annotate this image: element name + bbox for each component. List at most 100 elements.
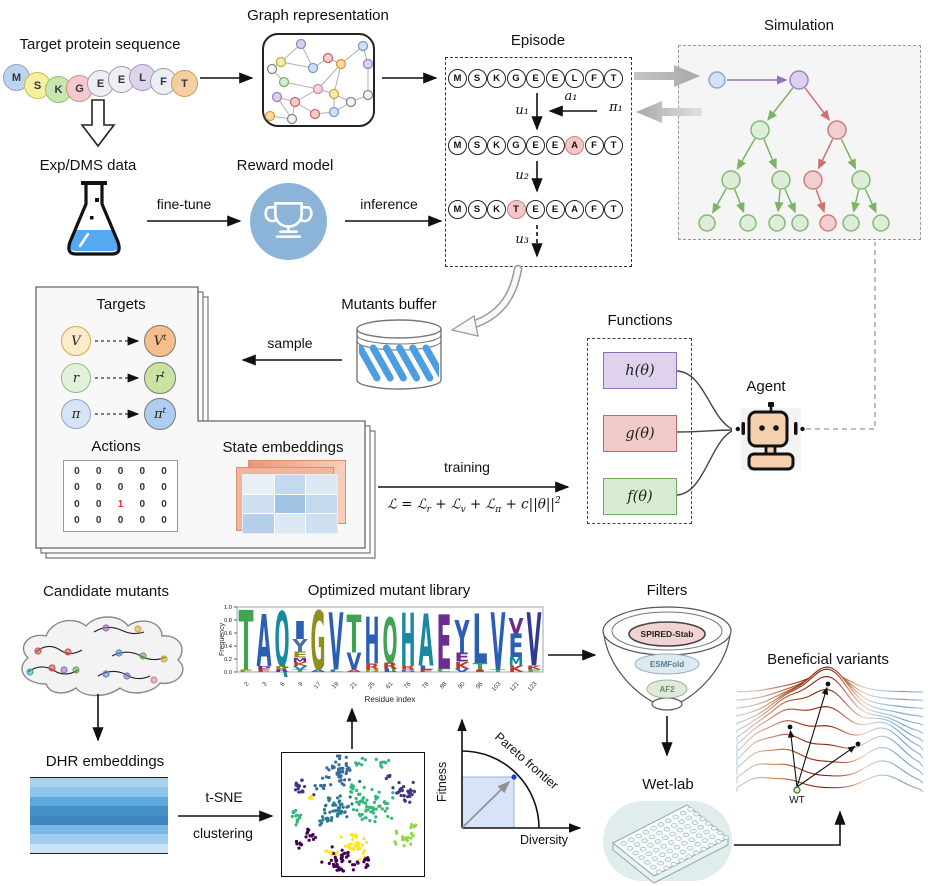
tree-edge	[712, 188, 727, 214]
logo-letter: Q	[383, 605, 398, 678]
plate-well	[704, 821, 712, 826]
equation-segment: r	[426, 505, 431, 516]
graph-node	[357, 40, 369, 52]
tsne-point	[324, 816, 328, 821]
hollow-arrow-seq-to-dms	[80, 99, 116, 148]
tsne-point	[383, 809, 387, 813]
tsne-point	[409, 836, 413, 840]
targets-title: Targets	[96, 296, 146, 313]
tsne-plot	[281, 752, 425, 877]
plate-well	[716, 830, 724, 836]
graph-node	[295, 38, 307, 50]
tsne-point	[337, 809, 341, 813]
logo-letter: T	[473, 662, 489, 672]
plate-well	[679, 810, 687, 816]
residue-circle: L	[565, 69, 584, 88]
logo-letter: V	[329, 598, 344, 689]
tsne-point	[325, 766, 329, 770]
graph-node	[328, 88, 340, 100]
dhr-embeddings-title: DHR embeddings	[45, 753, 165, 770]
residue-index-tick: 61	[385, 680, 395, 690]
tsne-point	[343, 810, 347, 814]
residue-circle: K	[487, 200, 506, 219]
plate-well	[635, 833, 643, 839]
cylinder-top	[356, 319, 442, 339]
tree-node	[698, 214, 716, 232]
equation-segment: ℒ = ℒ	[387, 496, 427, 513]
tsne-point	[380, 760, 384, 764]
buffer-stripe	[422, 344, 439, 379]
plate-well	[685, 854, 692, 859]
mutant-sequence-squiggle	[35, 645, 83, 655]
heatmap-cell	[274, 475, 306, 494]
plate-well	[638, 855, 645, 860]
tsne-point	[364, 857, 368, 861]
fine-tune-label: fine-tune	[156, 196, 212, 212]
mutation-dot	[123, 672, 131, 680]
tsne-point	[351, 868, 355, 872]
tradeoff-arrow	[461, 780, 511, 829]
tsne-point	[360, 756, 364, 761]
tsne-point	[409, 831, 414, 836]
tsne-point	[360, 817, 364, 821]
tsne-point	[355, 860, 359, 864]
functions-title: Functions	[607, 312, 673, 329]
matrix-cell: 0	[139, 515, 146, 527]
tsne-point	[397, 780, 401, 785]
tsne-point	[310, 834, 314, 838]
tsne-point	[340, 848, 344, 852]
cylinder-rim	[356, 334, 442, 345]
logo-letter: T	[293, 669, 311, 673]
plate-well	[663, 826, 671, 832]
tree-edge	[840, 138, 857, 170]
embedding-stripe	[30, 834, 168, 844]
embedding-stripe	[30, 787, 168, 797]
selected-point	[511, 774, 517, 780]
tsne-point	[334, 760, 338, 764]
tsne-point	[396, 790, 400, 795]
plate-well	[687, 845, 694, 851]
y-tick-label: 0.0	[224, 670, 232, 676]
tsne-point	[361, 851, 365, 855]
tsne-point	[332, 851, 336, 856]
tsne-point	[409, 825, 413, 830]
graph-node	[345, 96, 357, 108]
logo-letter: T	[491, 669, 509, 673]
residue-circle: A	[565, 200, 584, 219]
gray-arrow-sim-to-episode	[636, 101, 702, 123]
tsne-point	[402, 837, 406, 841]
tsne-point	[408, 800, 412, 804]
embedding-stripe	[30, 806, 168, 816]
target-superscript: t	[162, 405, 166, 415]
residue-circle: K	[487, 136, 506, 155]
protein-graph	[264, 38, 374, 125]
tsne-point	[337, 763, 341, 767]
tsne-point	[324, 849, 328, 853]
tsne-point	[410, 822, 414, 827]
heatmap-cell	[274, 494, 306, 514]
tsne-point	[341, 869, 345, 873]
buffer-stripe	[382, 344, 407, 382]
tsne-point	[351, 808, 356, 812]
tsne-point	[339, 811, 343, 815]
plate-well	[699, 816, 706, 822]
plate-well	[645, 851, 653, 857]
mutation-dot	[72, 666, 80, 674]
tsne-point	[320, 776, 325, 780]
tsne-point	[290, 814, 294, 819]
logo-letter: M	[293, 656, 308, 663]
residue-index-tick: 96	[475, 680, 485, 690]
tsne-point	[337, 865, 341, 870]
plate-well	[658, 852, 666, 858]
matrix-cell: 0	[74, 498, 80, 510]
filters-title: Filters	[646, 582, 688, 599]
tsne-point	[346, 850, 350, 855]
graph-node	[278, 76, 290, 88]
matrix-cell: 1	[117, 498, 124, 510]
tsne-point	[345, 815, 349, 819]
tsne-point	[365, 863, 369, 867]
tree-node	[872, 214, 890, 232]
matrix-cell: 0	[95, 465, 102, 477]
sample-label: sample	[267, 335, 313, 351]
